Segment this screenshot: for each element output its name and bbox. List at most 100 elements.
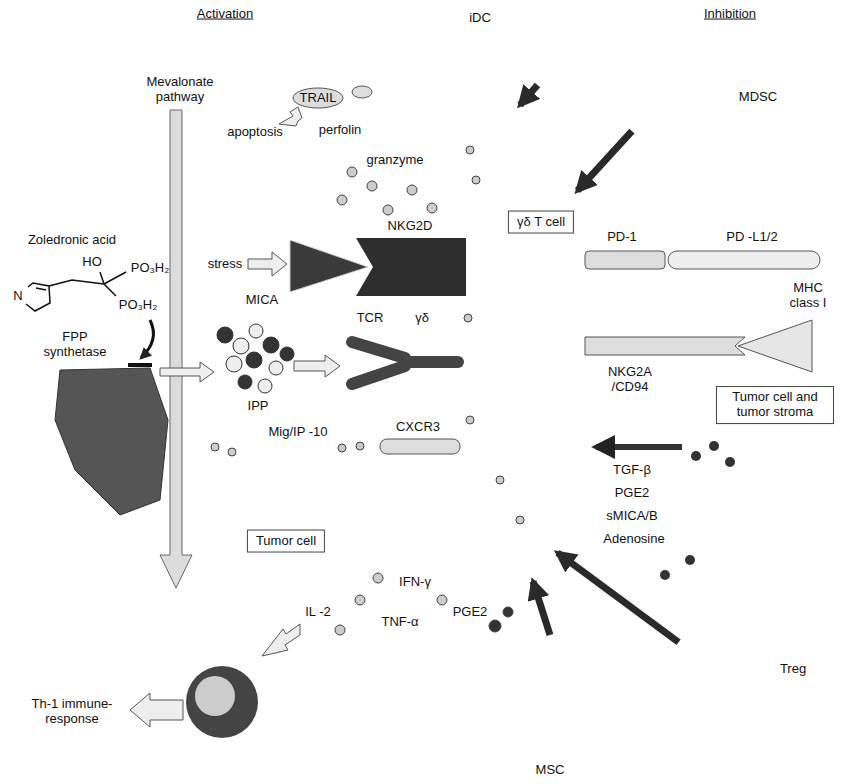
treg-cell: Treg (670, 622, 765, 717)
treg-cell-outline (671, 623, 764, 716)
zoledronic-acid-structure (26, 283, 50, 311)
suppressive-factors (596, 444, 682, 450)
cytokine-dots (335, 573, 513, 635)
text-label: PGE2 (453, 605, 488, 620)
text-label: Mevalonate pathway (140, 75, 220, 105)
inhibition-arrow (520, 85, 538, 105)
text-label: PO₃H₂ (119, 298, 158, 313)
text-label: HO (82, 255, 102, 270)
text-label: PO₃H₂ (131, 261, 170, 276)
th1-cell (130, 624, 300, 738)
treg-cell-nucleus (700, 642, 748, 690)
cytokine-dots (373, 573, 383, 583)
trail-apoptosis (293, 88, 343, 108)
ipp-molecules (263, 337, 279, 353)
zoledronic-acid-structure (100, 272, 104, 284)
th1-cell (130, 693, 183, 727)
tcr-receptor (352, 366, 405, 384)
fpp-to-ipp-arrow (160, 362, 214, 382)
granule-dots (516, 516, 524, 524)
text-label: PD -L1/2 (726, 230, 777, 245)
suppressive-factors (660, 570, 670, 580)
granule-dots (337, 195, 347, 205)
text-label: sMICA/B (606, 509, 657, 524)
node-label: γδ T cell (508, 211, 574, 234)
tcr-receptor (352, 342, 458, 384)
text-label: PGE2 (615, 486, 650, 501)
mevalonate-arrow (160, 110, 192, 588)
treg-cell-outline (670, 622, 765, 717)
mevalonate-arrow (160, 110, 192, 588)
cytokine-dots (335, 625, 345, 635)
fpp-synthetase-shape (55, 368, 168, 515)
msc-cell: MSC (485, 635, 615, 755)
dendritic-cell: iDC (495, 5, 580, 85)
ipp-molecules (217, 324, 294, 393)
tumor-cell-outline (105, 18, 430, 770)
msc-cell-outline (485, 635, 615, 755)
text-label: IFN-γ (399, 575, 431, 590)
text-label: PD-1 (607, 230, 637, 245)
text-label: Adenosine (603, 532, 664, 547)
granule-dots (472, 176, 480, 184)
pd1-receptor (585, 251, 665, 269)
node-label: Tumor cell (247, 530, 325, 553)
text-label: Mig/IP -10 (268, 425, 327, 440)
zoledronic-acid-structure (26, 272, 126, 311)
node-label: Tumor cell and tumor stroma (716, 386, 834, 424)
t-cell: γδ T cell (445, 105, 595, 585)
text-label: MHC class I (783, 281, 833, 311)
mica-nkg2d (248, 252, 287, 276)
zoledronic-acid-structure (49, 280, 104, 286)
ipp-molecules (238, 375, 252, 389)
mica-nkg2d (290, 240, 368, 292)
chemokine-receptor (211, 439, 460, 456)
chemokine-receptor (380, 439, 460, 454)
text-label: TCR (357, 311, 384, 326)
text-label: TNF-α (381, 615, 418, 630)
ipp-to-tcr-arrow (294, 355, 340, 377)
text-label: TGF-β (613, 463, 651, 478)
granule-dots (427, 203, 437, 213)
ipp-molecules (246, 352, 262, 368)
node-label: MSC (536, 763, 565, 778)
granule-dots (496, 476, 504, 484)
th1-cell (262, 624, 300, 656)
fpp-synthetase-shape (55, 368, 168, 515)
mdsc-cell: MDSC (618, 50, 713, 145)
nkg2a-mhc (738, 320, 812, 372)
cytokine-dots (437, 595, 447, 605)
text-label: IL -2 (305, 605, 331, 620)
granule-dots (337, 146, 524, 524)
ipp-molecules (280, 347, 294, 361)
fpp-to-ipp-arrow (160, 362, 214, 382)
chemokine-receptor (211, 443, 219, 451)
text-label: Activation (197, 7, 253, 22)
granule-dots (464, 314, 472, 322)
inhibition-arrow (578, 131, 632, 191)
mica-nkg2d (356, 238, 466, 296)
cytokine-dots (489, 620, 501, 632)
cytokine-dots (355, 595, 365, 605)
text-label: Inhibition (704, 7, 756, 22)
granule-dots (466, 416, 474, 424)
ipp-molecules (258, 379, 272, 393)
chemokine-receptor (228, 448, 236, 456)
granule-dots (347, 167, 357, 177)
text-label: apoptosis (227, 125, 283, 140)
zoledronic-acid-structure (104, 272, 126, 284)
suppressive-factors (596, 441, 735, 580)
zoledronic-acid-structure (104, 284, 116, 296)
mdsc-cell-outline (619, 51, 712, 144)
mica-nkg2d (248, 238, 466, 296)
text-label: CXCR3 (396, 420, 440, 435)
trail-apoptosis (352, 86, 372, 98)
tcr-receptor (352, 342, 405, 358)
ipp-molecules (226, 356, 242, 372)
text-label: NKG2D (388, 219, 433, 234)
dendritic-cell-outline (495, 5, 580, 85)
chemokine-receptor (338, 444, 346, 452)
trail-apoptosis (279, 107, 302, 126)
ipp-molecules (233, 338, 249, 354)
